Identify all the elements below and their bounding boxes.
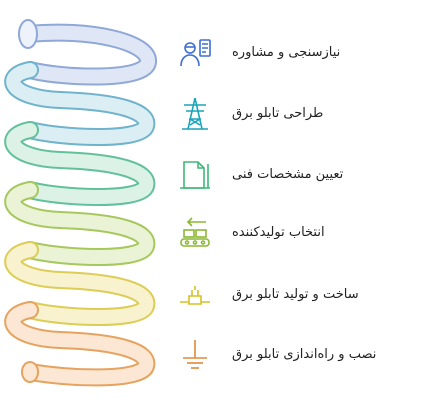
coil-segment-5: [4, 241, 156, 326]
step-label: انتخاب تولیدکننده: [232, 225, 325, 240]
coil-segment-4: [4, 181, 156, 266]
coil-segment-3: [4, 121, 156, 206]
coil-segment-2: [4, 61, 156, 146]
consultant-icon: [176, 34, 214, 72]
step-needs-assessment: نیازسنجی و مشاوره: [176, 34, 431, 74]
transmission-tower-icon: [176, 95, 214, 133]
step-technical-specs: تعیین مشخصات فنی: [176, 156, 431, 196]
step-install-commission: نصب و راه‌اندازی تابلو برق: [176, 336, 431, 376]
step-label: تعیین مشخصات فنی: [232, 167, 344, 182]
ground-icon: [176, 336, 214, 374]
conveyor-factory-icon: [176, 214, 214, 252]
step-build-produce: ساخت و تولید تابلو برق: [176, 276, 431, 316]
specification-document-icon: [176, 156, 214, 194]
step-label: نصب و راه‌اندازی تابلو برق: [232, 347, 377, 362]
step-label: نیازسنجی و مشاوره: [232, 45, 341, 60]
step-choose-manufacturer: انتخاب تولیدکننده: [176, 214, 431, 254]
step-label: ساخت و تولید تابلو برق: [232, 287, 359, 302]
electric-plug-icon: [176, 276, 214, 314]
coil-segment-1: [18, 19, 157, 86]
step-label: طراحی تابلو برق: [232, 106, 324, 121]
step-panel-design: طراحی تابلو برق: [176, 95, 431, 135]
coil-segment-6: [4, 301, 156, 387]
